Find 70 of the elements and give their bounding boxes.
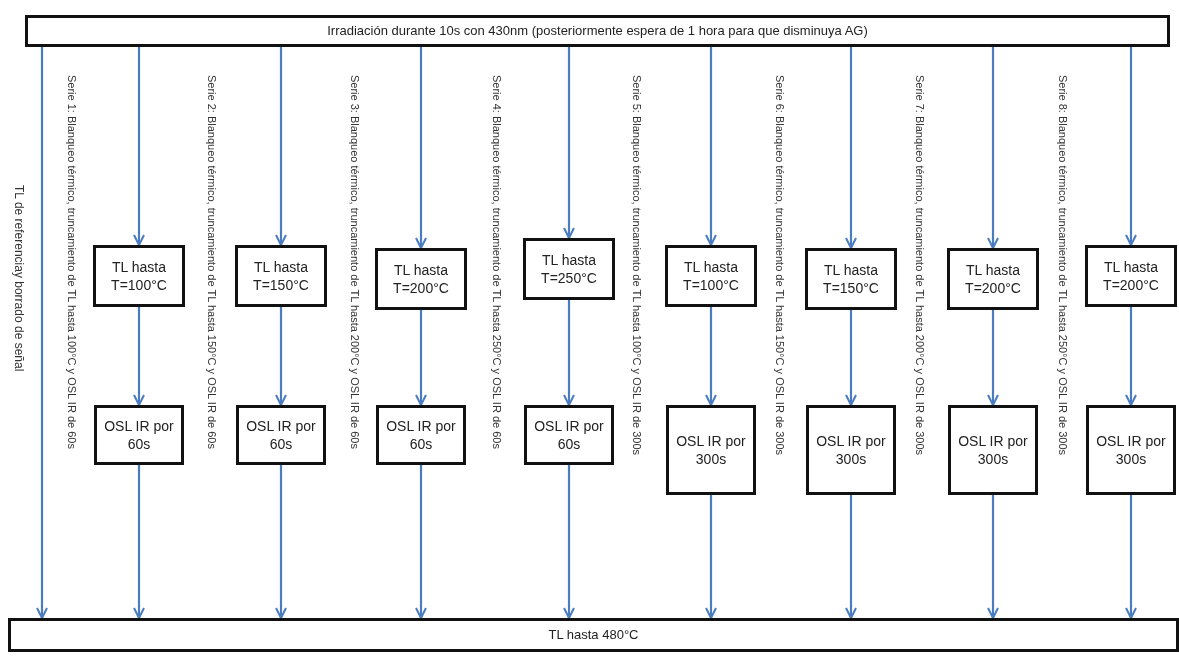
process-box — [235, 245, 327, 307]
arrow — [415, 47, 427, 249]
process-box — [806, 405, 896, 495]
box-text: OSL IR por 300s — [1095, 431, 1167, 469]
arrow — [987, 47, 999, 249]
arrow — [275, 465, 287, 619]
process-box — [1086, 405, 1176, 495]
process-box — [805, 248, 897, 310]
arrow — [1125, 307, 1137, 406]
arrow — [987, 310, 999, 406]
box-text: OSL IR por 60s — [533, 416, 605, 454]
arrow — [563, 300, 575, 406]
process-box — [665, 245, 757, 307]
arrow — [275, 307, 287, 406]
process-box — [236, 405, 326, 465]
box-text: TL hasta T=150°C — [252, 257, 310, 295]
process-box — [523, 238, 615, 300]
box-text: OSL IR por 300s — [957, 431, 1029, 469]
arrow — [845, 495, 857, 619]
arrow — [987, 495, 999, 619]
box-text: OSL IR por 60s — [245, 416, 317, 454]
series-note: Serie 1: Blanqueo térmico, truncamiento de TL hasta 100°C y OSL IR de 60s — [66, 75, 79, 449]
arrow — [563, 465, 575, 619]
process-band — [8, 618, 1179, 652]
box-text: TL hasta T=250°C — [540, 250, 598, 288]
process-box — [947, 248, 1039, 310]
box-text: TL hasta T=100°C — [682, 257, 740, 295]
arrow — [133, 465, 145, 619]
arrow — [563, 47, 575, 239]
box-text: OSL IR por 300s — [675, 431, 747, 469]
process-box — [524, 405, 614, 465]
series-note: Serie 7: Blanqueo térmico, truncamiento de TL hasta 200°C y OSL IR de 300s — [914, 75, 927, 456]
box-text: TL hasta T=200°C — [964, 260, 1022, 298]
box-text: TL hasta T=150°C — [822, 260, 880, 298]
arrow — [705, 495, 717, 619]
process-box — [94, 405, 184, 465]
series-note: Serie 8: Blanqueo térmico, truncamiento de TL hasta 250°C y OSL IR de 300s — [1057, 75, 1070, 456]
arrow — [845, 310, 857, 406]
box-text: OSL IR por 300s — [815, 431, 887, 469]
box-text: TL hasta 480°C — [548, 626, 639, 644]
arrow — [133, 307, 145, 406]
series-note: Serie 4: Blanqueo térmico, truncamiento de TL hasta 250°C y OSL IR de 60s — [491, 75, 504, 449]
arrow — [36, 47, 48, 619]
process-box — [93, 245, 185, 307]
process-box — [375, 248, 467, 310]
arrow — [845, 47, 857, 249]
series-note: Serie 2: Blanqueo térmico, truncamiento de TL hasta 150°C y OSL IR de 60s — [206, 75, 219, 449]
process-band — [25, 15, 1170, 47]
series-note: Serie 5: Blanqueo térmico, truncamiento de TL hasta 100°C y OSL IR de 300s — [631, 75, 644, 456]
box-text: OSL IR por 60s — [385, 416, 457, 454]
process-box — [1085, 245, 1177, 307]
process-box — [376, 405, 466, 465]
arrow — [1125, 495, 1137, 619]
edge-label: TL de referenciay borrado de señal — [12, 185, 26, 372]
arrow — [705, 47, 717, 246]
box-text: Irradiación durante 10s con 430nm (posteriormente espera de 1 hora para que disminuya AG) — [327, 22, 868, 40]
series-note: Serie 3: Blanqueo térmico, truncamiento de TL hasta 200°C y OSL IR de 60s — [349, 75, 362, 449]
series-note: Serie 6: Blanqueo térmico, truncamiento de TL hasta 150°C y OSL IR de 300s — [774, 75, 787, 456]
box-text: OSL IR por 60s — [103, 416, 175, 454]
arrow — [275, 47, 287, 246]
arrow — [133, 47, 145, 246]
process-box — [666, 405, 756, 495]
box-text: TL hasta T=200°C — [392, 260, 450, 298]
arrow — [415, 310, 427, 406]
arrow — [1125, 47, 1137, 246]
box-text: TL hasta T=200°C — [1102, 257, 1160, 295]
box-text: TL hasta T=100°C — [110, 257, 168, 295]
arrow — [415, 465, 427, 619]
process-box — [948, 405, 1038, 495]
arrow — [705, 307, 717, 406]
